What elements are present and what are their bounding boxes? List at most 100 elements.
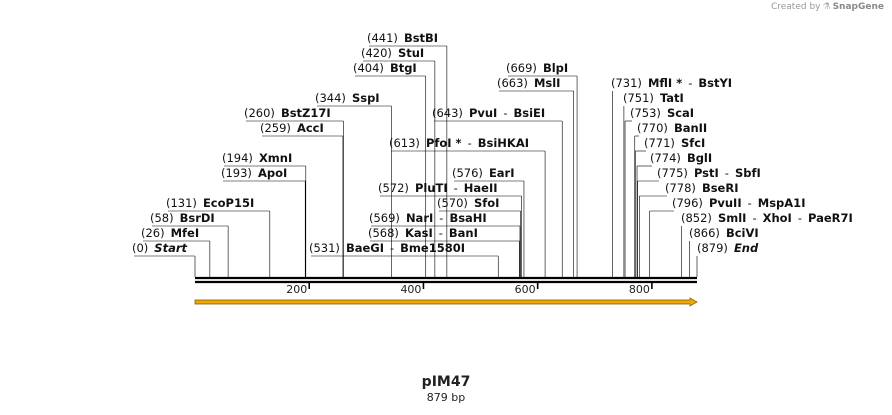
site-enzyme-name: Bme1580I — [400, 241, 465, 255]
site-label[interactable]: (775)PstI-SbfI — [657, 166, 761, 180]
site-enzyme-name: BsaHI — [449, 211, 486, 225]
site-position: (260) — [244, 106, 275, 120]
site-label[interactable]: (669)BlpI — [506, 61, 568, 75]
site-position: (131) — [166, 196, 197, 210]
site-enzyme-name: SfcI — [681, 136, 705, 150]
site-label[interactable]: (531)BaeGI-Bme1580I — [309, 241, 465, 255]
site-enzyme-name: BsiHKAI — [478, 136, 529, 150]
site-enzyme-name: BtgI — [390, 61, 417, 75]
site-enzyme-name: KasI — [405, 226, 433, 240]
site-label[interactable]: (344) SspI — [315, 91, 380, 105]
site-enzyme-name: End — [734, 241, 759, 255]
site-label[interactable]: (260) BstZ17I — [244, 106, 331, 120]
site-label[interactable]: (866) BciVI — [689, 226, 759, 240]
feature-track — [194, 297, 698, 307]
site-label[interactable]: (731)MflI *-BstYI — [611, 76, 732, 90]
site-label[interactable]: (576) EarI — [452, 166, 515, 180]
site-enzyme-name: BstBI — [404, 31, 438, 45]
site-enzyme-name: BciVI — [726, 226, 759, 240]
site-enzyme-name: PvuI — [469, 106, 497, 120]
site-position: (731) — [611, 76, 642, 90]
site-enzyme-name: SspI — [352, 91, 380, 105]
site-label[interactable]: (796)PvuII-MspA1I — [672, 196, 805, 210]
site-label[interactable]: (441)BstBI — [367, 31, 438, 45]
site-label[interactable]: (58) BsrDI — [150, 211, 215, 225]
site-position: (570) — [437, 196, 468, 210]
site-position: (796) — [672, 196, 703, 210]
feature-arrow[interactable] — [194, 297, 698, 307]
site-enzyme-name: EcoP15I — [203, 196, 254, 210]
site-label[interactable]: (770) BanII — [637, 121, 707, 135]
site-label[interactable]: (663)MslI — [497, 76, 560, 90]
site-enzyme-name: BaeGI — [346, 241, 384, 255]
site-position: (751) — [623, 91, 654, 105]
site-position: (576) — [452, 166, 483, 180]
site-enzyme-name: StuI — [398, 46, 424, 60]
site-label[interactable]: (193) ApoI — [221, 166, 287, 180]
site-position: (58) — [150, 211, 174, 225]
site-position: (259) — [260, 121, 291, 135]
site-position: (879) — [697, 241, 728, 255]
site-label[interactable]: (569)NarI-BsaHI — [369, 211, 487, 225]
site-separator: - — [748, 196, 752, 210]
site-position: (572) — [378, 181, 409, 195]
site-enzyme-name: BsrDI — [180, 211, 215, 225]
site-label[interactable]: (568)KasI-BanI — [368, 226, 478, 240]
site-position: (771) — [644, 136, 675, 150]
site-position: (852) — [681, 211, 712, 225]
site-enzyme-name: MflI * — [648, 76, 682, 90]
site-separator: - — [390, 241, 394, 255]
site-enzyme-name: PvuII — [709, 196, 742, 210]
ruler-tick-label: 400 — [400, 283, 421, 296]
site-separator: - — [752, 211, 756, 225]
site-enzyme-name: AccI — [297, 121, 324, 135]
site-label[interactable]: (751)TatI — [623, 91, 684, 105]
site-position: (194) — [222, 151, 253, 165]
sequence-backbone — [195, 276, 697, 284]
snapgene-watermark: Created by⚗SnapGene — [771, 2, 884, 12]
site-label[interactable]: (420)StuI — [361, 46, 424, 60]
site-label[interactable]: (852)SmlI-XhoI-PaeR7I — [681, 211, 853, 225]
site-position: (643) — [432, 106, 463, 120]
site-label[interactable]: (771) SfcI — [644, 136, 705, 150]
site-enzyme-name: BstYI — [698, 76, 732, 90]
site-label[interactable]: (194)XmnI — [222, 151, 292, 165]
site-position: (774) — [650, 151, 681, 165]
site-position: (866) — [689, 226, 720, 240]
ruler-tick-label: 200 — [286, 283, 307, 296]
site-label[interactable]: (613)PfoI *-BsiHKAI — [389, 136, 529, 150]
site-label[interactable]: (572)PluTI-HaeII — [378, 181, 498, 195]
map-title-block: pIM47 879 bp — [0, 374, 892, 405]
site-label[interactable]: (570) SfoI — [437, 196, 499, 210]
site-label[interactable]: (753)ScaI — [630, 106, 694, 120]
site-label[interactable]: (643)PvuI-BsiEI — [432, 106, 545, 120]
site-enzyme-name: BstZ17I — [281, 106, 331, 120]
site-enzyme-name: ApoI — [258, 166, 287, 180]
site-enzyme-name: PluTI — [415, 181, 448, 195]
site-enzyme-name: EarI — [489, 166, 515, 180]
site-label[interactable]: (879) End — [697, 241, 759, 255]
site-position: (753) — [630, 106, 661, 120]
site-position: (193) — [221, 166, 252, 180]
site-label[interactable]: (0)Start — [132, 241, 188, 255]
map-title: pIM47 — [421, 374, 471, 390]
site-enzyme-name: SfoI — [474, 196, 499, 210]
site-enzyme-name: HaeII — [464, 181, 498, 195]
ruler-tick-label: 600 — [515, 283, 536, 296]
site-lines — [134, 45, 698, 277]
site-label[interactable]: (26)MfeI — [141, 226, 199, 240]
site-position: (344) — [315, 91, 346, 105]
site-position: (0) — [132, 241, 148, 255]
site-label[interactable]: (259) AccI — [260, 121, 324, 135]
site-position: (770) — [637, 121, 668, 135]
site-enzyme-name: BanII — [674, 121, 707, 135]
site-labels: (0)Start(26)MfeI(58) BsrDI(131) EcoP15I (19… — [132, 31, 853, 255]
site-label[interactable]: (404)BtgI — [353, 61, 417, 75]
site-enzyme-name: BseRI — [702, 181, 739, 195]
site-label[interactable]: (131) EcoP15I — [166, 196, 254, 210]
site-separator: - — [503, 106, 507, 120]
site-label[interactable]: (774)BglI — [650, 151, 712, 165]
site-label[interactable]: (778)BseRI — [665, 181, 738, 195]
